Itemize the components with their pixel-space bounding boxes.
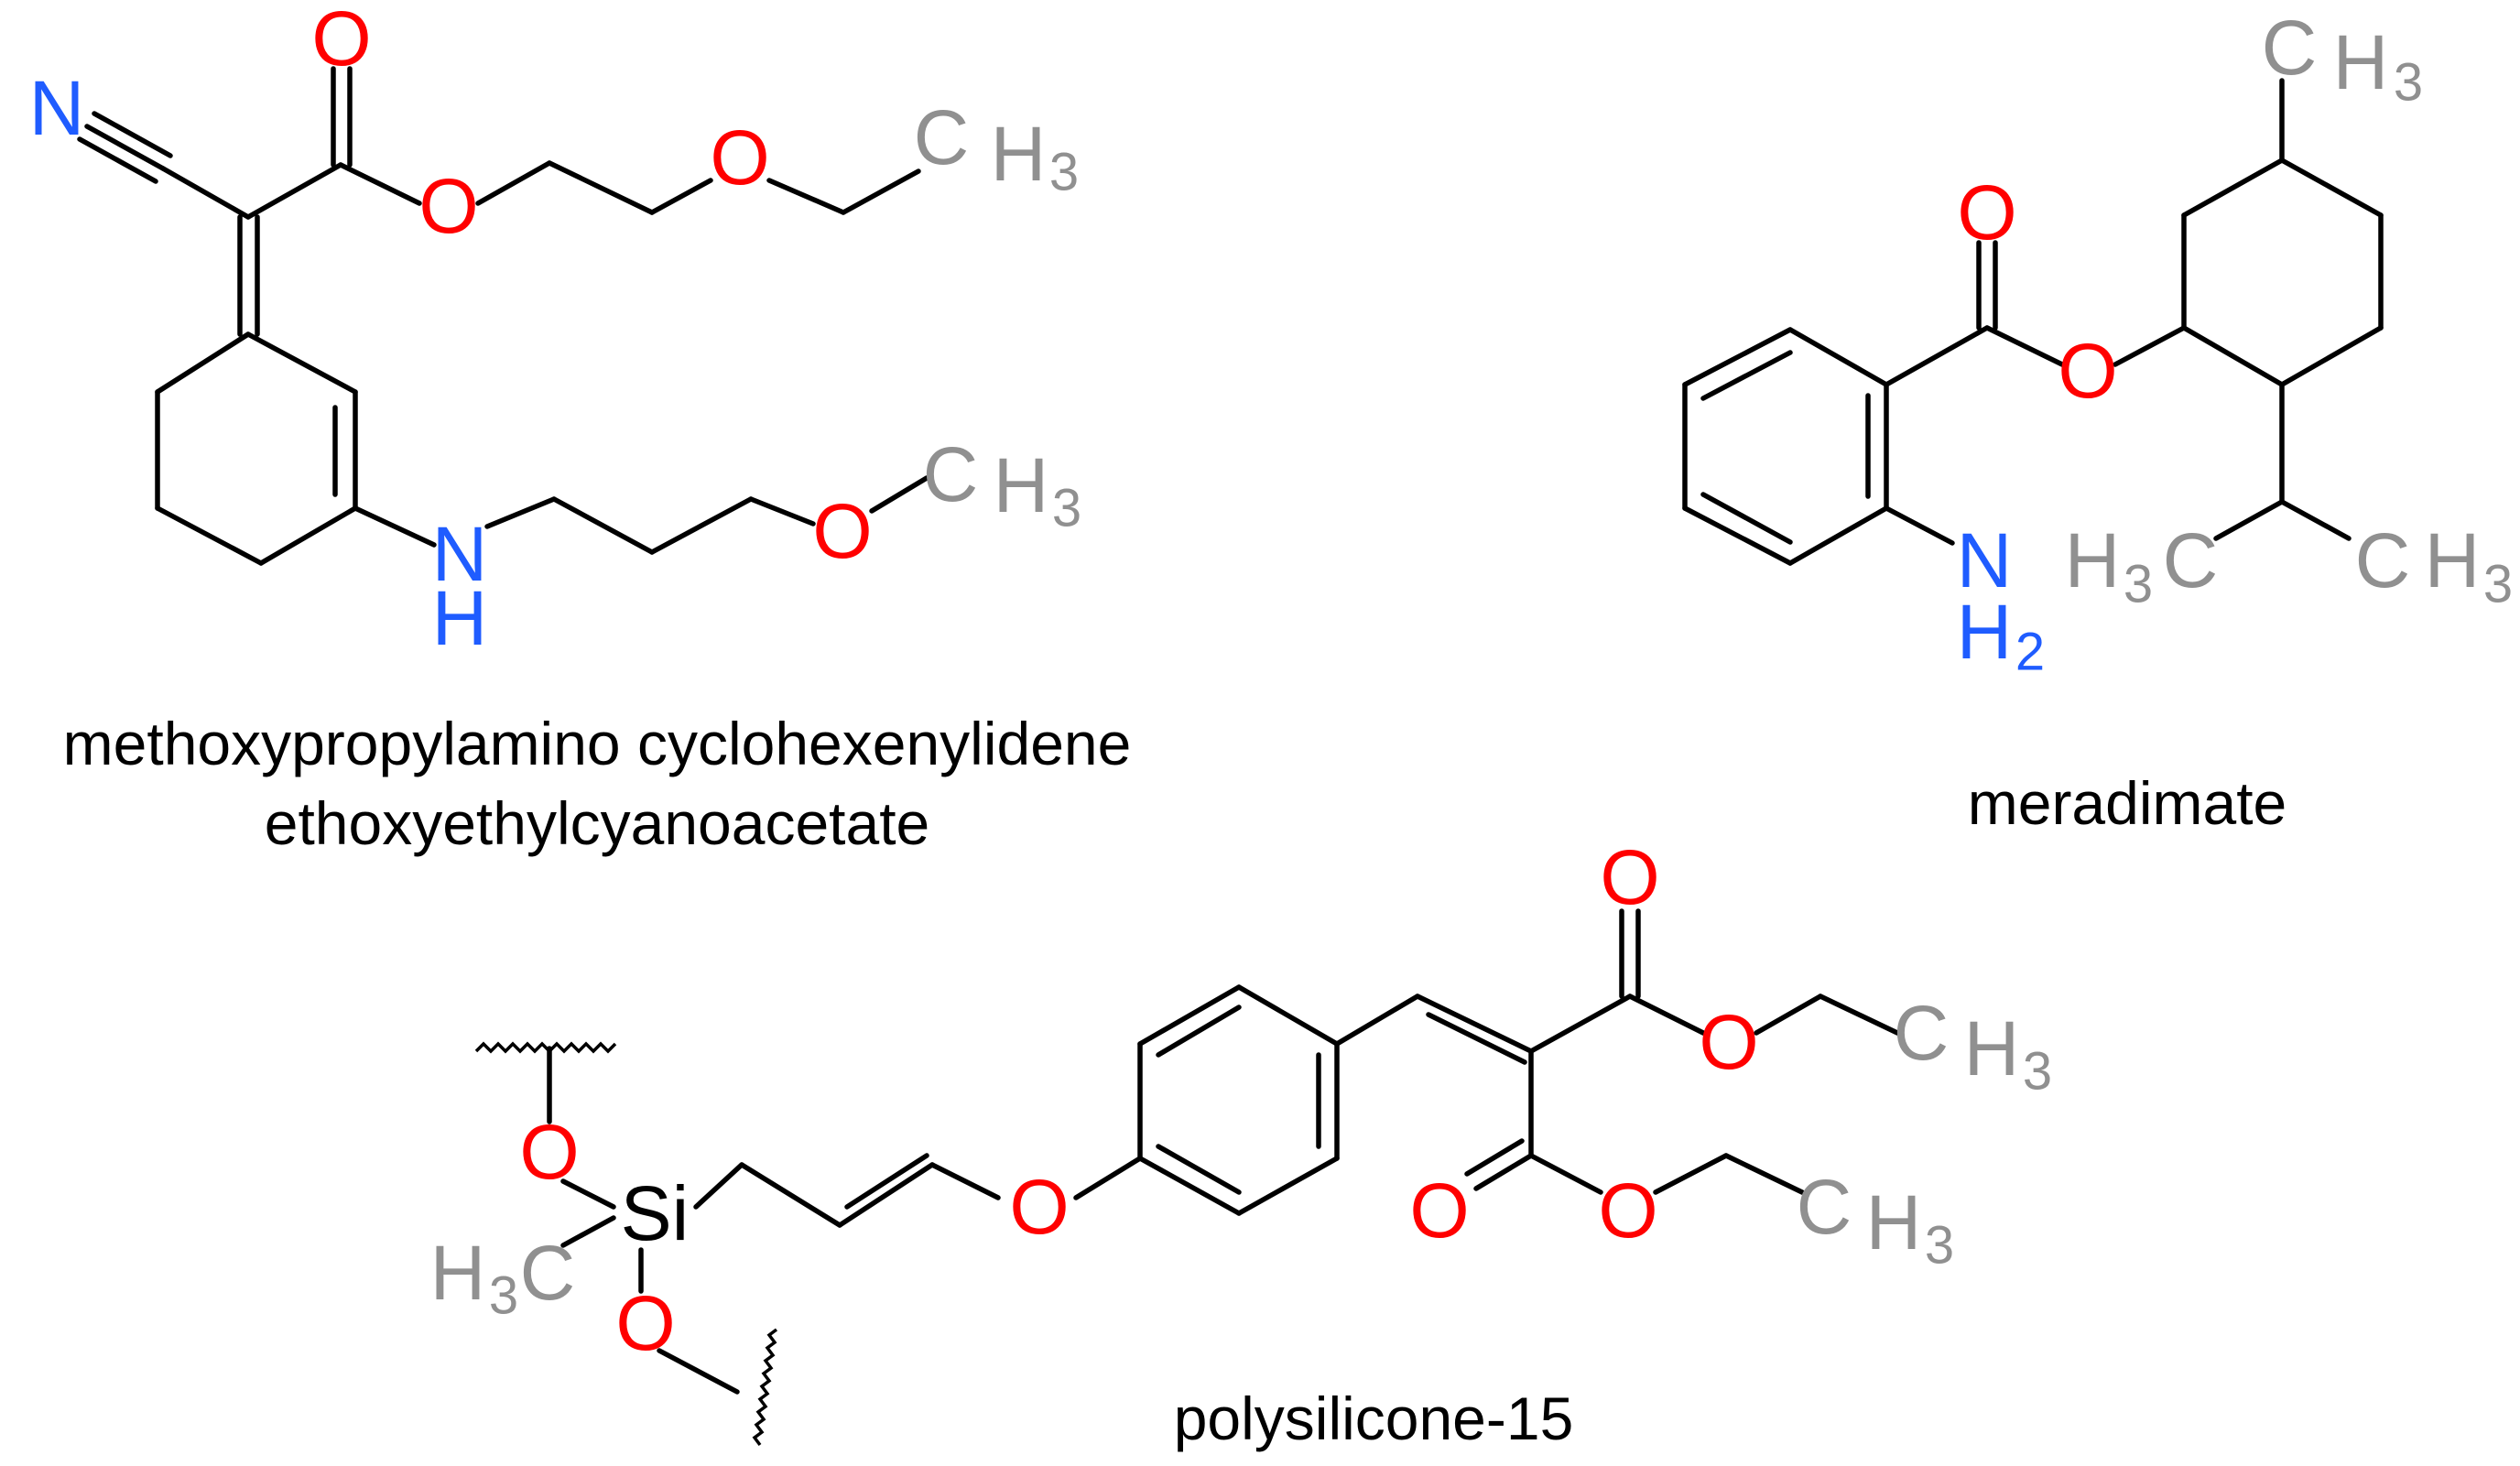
hydrogen-atom-label: H <box>994 442 1049 528</box>
hydrogen-atom-label: H <box>1964 1005 2020 1091</box>
hydrogen-atom-label: H <box>432 575 488 661</box>
subscript-label: 3 <box>1925 1216 1954 1276</box>
caption-mol1-line2: ethoxyethylcyanoacetate <box>265 789 929 857</box>
nitrogen-atom-label: N <box>432 511 488 597</box>
hydrogen-atom-label: H <box>2333 19 2389 105</box>
carbon-atom-label: C <box>914 94 970 180</box>
carbon-atom-label: C <box>2262 5 2318 91</box>
subscript-label: 3 <box>489 1266 518 1326</box>
caption-mol1-line1: methoxypropylamino cyclohexenylidene <box>63 710 1132 777</box>
subscript-label: 3 <box>2124 555 2153 614</box>
hydrogen-atom-label: H <box>991 111 1047 197</box>
oxygen-atom-label: O <box>1009 1164 1069 1250</box>
oxygen-atom-label: O <box>418 163 478 249</box>
oxygen-atom-label: O <box>1699 999 1758 1085</box>
oxygen-atom-label: O <box>1598 1167 1657 1254</box>
oxygen-atom-label: O <box>1409 1167 1469 1254</box>
oxygen-atom-label: O <box>812 488 872 574</box>
oxygen-atom-label: O <box>2058 328 2117 414</box>
carbon-atom-label: C <box>1797 1164 1852 1250</box>
subscript-label: 3 <box>1052 479 1081 538</box>
carbon-atom-label: C <box>1894 990 1950 1076</box>
oxygen-atom-label: O <box>1957 169 2016 255</box>
carbon-atom-label: C <box>923 431 979 517</box>
oxygen-atom-label: O <box>311 0 371 81</box>
molecule-methoxypropylamino: N O O O C H 3 N H O C H 3 methoxypropyla… <box>29 0 1132 857</box>
hydrogen-atom-label: H <box>1957 589 2013 675</box>
carbon-atom-label: C <box>520 1230 576 1316</box>
silicon-atom-label: Si <box>621 1170 690 1256</box>
nitrogen-atom-label: N <box>29 65 85 151</box>
oxygen-atom-label: O <box>519 1109 579 1195</box>
caption-mol2: meradimate <box>1968 769 2286 837</box>
subscript-label: 2 <box>2015 623 2045 682</box>
hydrogen-atom-label: H <box>2425 517 2481 603</box>
hydrogen-atom-label: H <box>1866 1179 1922 1265</box>
carbon-atom-label: C <box>2163 517 2219 603</box>
carbon-atom-label: C <box>2355 517 2411 603</box>
oxygen-atom-label: O <box>615 1280 675 1366</box>
oxygen-atom-label: O <box>1600 834 1659 920</box>
nitrogen-atom-label: N <box>1957 517 2013 603</box>
subscript-label: 3 <box>2023 1042 2052 1102</box>
subscript-label: 3 <box>2483 555 2513 614</box>
caption-mol3: polysilicone-15 <box>1174 1385 1574 1452</box>
molecule-polysilicone-15: O Si H 3 C O O O O C H 3 O O C H 3 polys… <box>430 834 2052 1452</box>
oxygen-atom-label: O <box>710 114 769 201</box>
subscript-label: 3 <box>1049 143 1079 202</box>
hydrogen-atom-label: H <box>2065 517 2121 603</box>
molecule-meradimate: O O N H 2 C H 3 H 3 C C H 3 meradimate <box>1682 5 2513 837</box>
hydrogen-atom-label: H <box>430 1230 486 1316</box>
subscript-label: 3 <box>2394 53 2423 113</box>
